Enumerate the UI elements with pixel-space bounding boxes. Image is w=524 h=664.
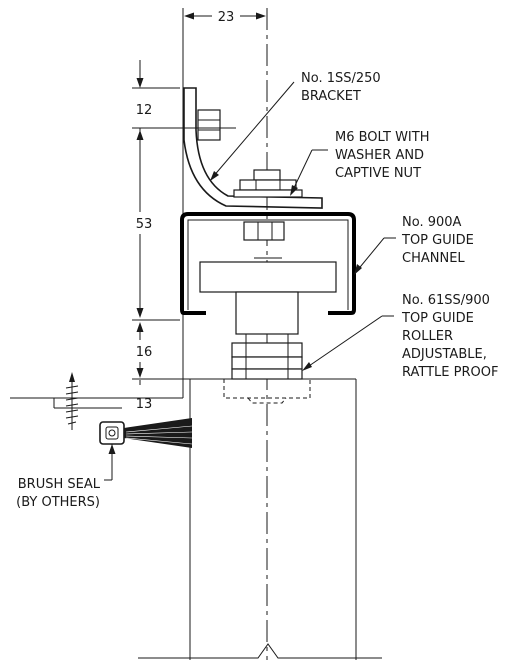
dimension-53-label: 53	[136, 217, 153, 232]
dimension-16-label: 16	[136, 345, 153, 360]
callout-bracket-line-2: BRACKET	[301, 89, 361, 104]
callout-brush-seal: BRUSH SEAL (BY OTHERS)	[16, 477, 101, 510]
callout-bolt-line-2: WASHER AND	[335, 148, 424, 163]
callout-brush-line-1: BRUSH SEAL	[18, 477, 101, 492]
callout-channel-line-2: TOP GUIDE	[401, 233, 474, 248]
brush-seal	[99, 418, 193, 448]
callout-roller: No. 61SS/900 TOP GUIDE ROLLER ADJUSTABLE…	[401, 293, 498, 380]
top-guide-channel	[180, 212, 356, 315]
callout-bracket-line-1: No. 1SS/250	[301, 71, 381, 86]
callout-bolt-line-1: M6 BOLT WITH	[335, 130, 429, 145]
callout-bracket: No. 1SS/250 BRACKET	[301, 71, 381, 104]
callout-roller-line-3: ROLLER	[402, 329, 453, 344]
m6-bolt-assembly	[233, 169, 303, 198]
head-frame	[10, 372, 184, 430]
callout-channel-line-3: CHANNEL	[402, 251, 465, 266]
callout-bolt-line-3: CAPTIVE NUT	[335, 166, 421, 181]
callout-roller-line-5: RATTLE PROOF	[402, 365, 498, 380]
callout-bolt: M6 BOLT WITH WASHER AND CAPTIVE NUT	[335, 130, 429, 181]
callout-roller-line-4: ADJUSTABLE,	[402, 347, 487, 362]
vertical-dimension-chain: 12 53 16 13	[132, 60, 236, 412]
callout-roller-line-1: No. 61SS/900	[402, 293, 490, 308]
callout-channel: No. 900A TOP GUIDE CHANNEL	[401, 215, 474, 266]
dimension-23-label: 23	[218, 10, 235, 25]
roller-spindle	[231, 291, 303, 380]
callout-brush-line-2: (BY OTHERS)	[16, 495, 100, 510]
callout-roller-line-2: TOP GUIDE	[401, 311, 474, 326]
leader-lines	[104, 81, 396, 481]
callout-channel-line-1: No. 900A	[402, 215, 462, 230]
bracket-part	[183, 87, 323, 209]
dimension-23: 23	[184, 10, 266, 25]
dimension-12-label: 12	[136, 103, 153, 118]
dimension-13-label: 13	[136, 397, 153, 412]
